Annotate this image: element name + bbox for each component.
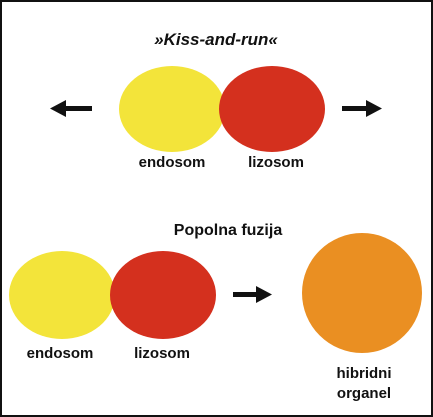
full-fusion-title: Popolna fuzija bbox=[174, 222, 283, 239]
kiss-and-run-title: »Kiss-and-run« bbox=[154, 30, 278, 49]
lysosome-label-bottom: lizosom bbox=[134, 345, 190, 362]
lysosome-top bbox=[219, 66, 325, 152]
lysosome-bottom bbox=[110, 251, 216, 339]
hybrid-organelle bbox=[302, 233, 422, 353]
hybrid-label-line2: organel bbox=[337, 385, 391, 402]
endosome-label-bottom: endosom bbox=[27, 345, 94, 362]
endosome-top bbox=[119, 66, 225, 152]
lysosome-label-top: lizosom bbox=[248, 154, 304, 171]
hybrid-label-line1: hibridni bbox=[337, 365, 392, 382]
endosome-bottom bbox=[9, 251, 115, 339]
endosome-label-top: endosom bbox=[139, 154, 206, 171]
